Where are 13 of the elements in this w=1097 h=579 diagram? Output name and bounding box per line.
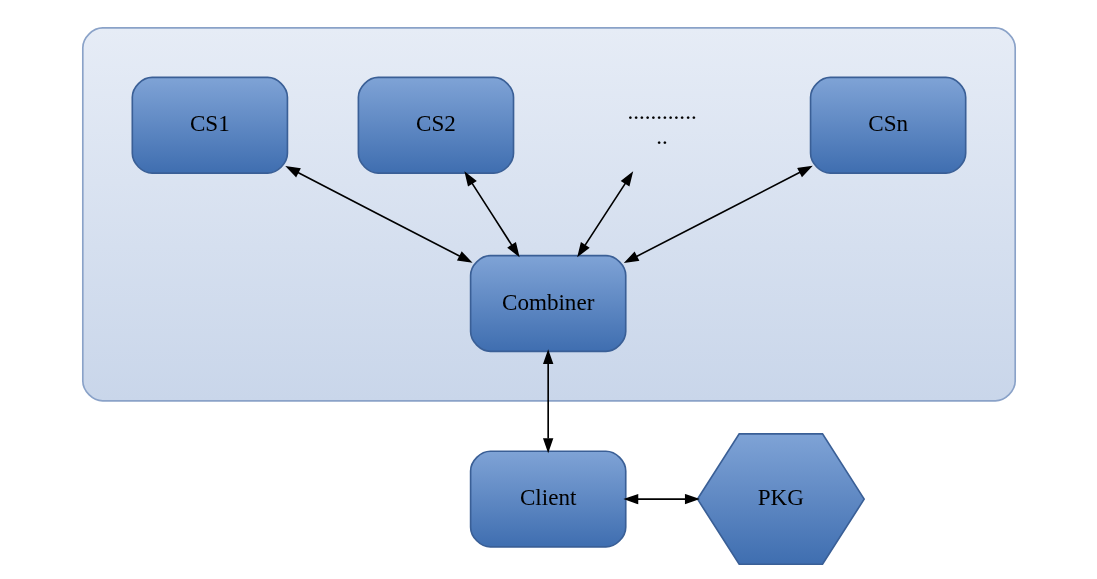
node-box: Client xyxy=(469,450,627,548)
node-box: CSn xyxy=(809,76,966,174)
cluster xyxy=(81,27,1016,402)
node-text: ............ .. xyxy=(626,98,697,149)
node-box: Combiner xyxy=(469,254,627,353)
arrow xyxy=(576,171,633,258)
node-box: CS2 xyxy=(357,76,514,174)
arrow xyxy=(542,349,553,454)
arrow xyxy=(623,165,813,263)
arrow xyxy=(622,493,700,505)
arrow xyxy=(463,171,520,258)
arrow xyxy=(284,165,473,263)
node-box: CS1 xyxy=(131,76,288,174)
